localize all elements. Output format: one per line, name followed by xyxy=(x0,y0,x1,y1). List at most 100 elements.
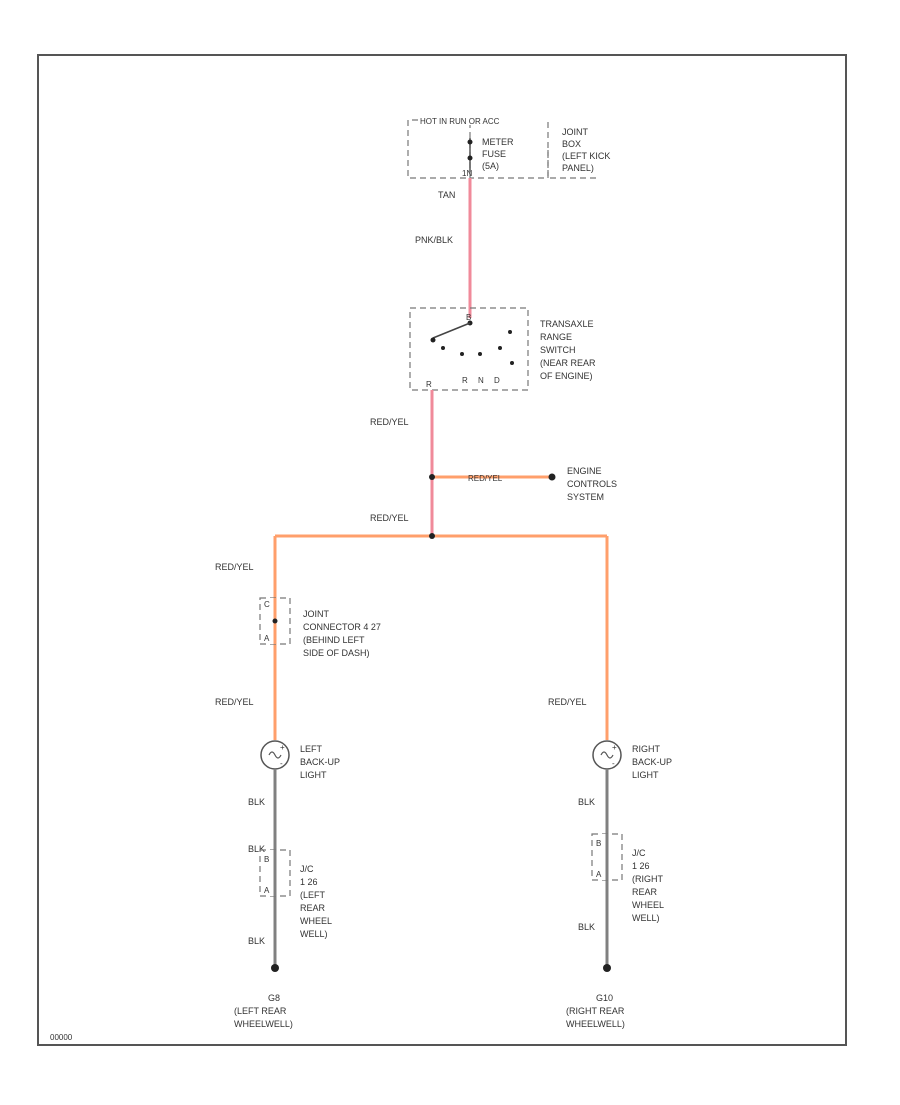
joint-connector-splice xyxy=(272,618,278,624)
fuse-box-outline-right xyxy=(470,119,549,179)
left-jc-label-1: J/C xyxy=(300,864,314,874)
right-jc-label-4: REAR xyxy=(632,887,658,897)
switch-contact-1 xyxy=(508,330,512,334)
transaxle-label-1: TRANSAXLE xyxy=(540,319,594,329)
transaxle-pin-bottom: R xyxy=(426,380,432,389)
switch-pos-r: R xyxy=(462,376,468,385)
switch-contact-6 xyxy=(510,361,514,365)
left-light-plus: + xyxy=(280,743,285,752)
right-back-up-light: + - RIGHT BACK-UP LIGHT xyxy=(592,740,672,780)
splice-node-main xyxy=(429,533,435,539)
wire-label-red-yel-1: RED/YEL xyxy=(370,417,409,427)
transaxle-range-switch: B R N D R TRANSAXLE RANGE SWITCH (NEAR R… xyxy=(409,307,596,391)
fuse-terminal-top xyxy=(467,139,473,145)
joint-box-label-1: JOINT xyxy=(562,127,589,137)
transaxle-label-4: (NEAR REAR xyxy=(540,358,596,368)
engine-controls: ENGINE CONTROLS SYSTEM xyxy=(567,466,617,502)
right-light-label-3: LIGHT xyxy=(632,770,659,780)
right-jc: B A J/C 1 26 (RIGHT REAR WHEEL WELL) xyxy=(591,833,664,923)
left-ground: G8 (LEFT REAR WHEELWELL) xyxy=(234,993,293,1029)
left-light-minus: - xyxy=(280,759,283,768)
right-light-label-2: BACK-UP xyxy=(632,757,672,767)
left-jc-label-2: 1 26 xyxy=(300,877,318,887)
right-ground-label-2: WHEELWELL) xyxy=(566,1019,625,1029)
fuse-box-outline-left xyxy=(407,119,471,179)
left-jc: B A J/C 1 26 (LEFT REAR WHEEL WELL) xyxy=(259,849,332,939)
switch-contact-arm xyxy=(432,322,471,339)
fuse-label-3: (5A) xyxy=(482,161,499,171)
wire-label-blk-right-2: BLK xyxy=(578,922,595,932)
left-bulb-filament xyxy=(268,751,282,759)
left-jc-label-6: WELL) xyxy=(300,929,328,939)
wire-label-pnk-blk: PNK/BLK xyxy=(415,235,453,245)
right-jc-pin-top: B xyxy=(596,839,601,848)
right-jc-pin-bottom: A xyxy=(596,870,602,879)
left-ground-label-2: WHEELWELL) xyxy=(234,1019,293,1029)
switch-pos-n: N xyxy=(478,376,484,385)
diagram-border xyxy=(37,54,847,1046)
right-jc-label-2: 1 26 xyxy=(632,861,650,871)
left-ground-terminal xyxy=(271,964,279,972)
switch-contact-4 xyxy=(478,352,482,356)
joint-connector-label-4: SIDE OF DASH) xyxy=(303,648,370,658)
wire-label-blk-left-1: BLK xyxy=(248,797,265,807)
engine-controls-terminal xyxy=(548,473,556,481)
fuse-box-header: HOT IN RUN OR ACC xyxy=(420,117,500,126)
engine-label-3: SYSTEM xyxy=(567,492,604,502)
left-light-label-3: LIGHT xyxy=(300,770,327,780)
wire-label-red-yel-right: RED/YEL xyxy=(548,697,587,707)
right-jc-label-6: WELL) xyxy=(632,913,660,923)
fuse-label-2: FUSE xyxy=(482,149,506,159)
wire-label-blk-left-2: BLK xyxy=(248,844,265,854)
wire-label-red-yel-left-top: RED/YEL xyxy=(215,562,254,572)
switch-contact-2 xyxy=(441,346,445,350)
wire-label-red-yel-left-bottom: RED/YEL xyxy=(215,697,254,707)
left-ground-label-1: (LEFT REAR xyxy=(234,1006,287,1016)
transaxle-pin-top: B xyxy=(466,313,471,322)
wire-label-blk-left-3: BLK xyxy=(248,936,265,946)
right-jc-label-1: J/C xyxy=(632,848,646,858)
left-jc-label-5: WHEEL xyxy=(300,916,332,926)
transaxle-label-2: RANGE xyxy=(540,332,572,342)
right-light-label-1: RIGHT xyxy=(632,744,661,754)
wire-label-red-yel-branch: RED/YEL xyxy=(468,474,503,483)
left-ground-id: G8 xyxy=(268,993,280,1003)
joint-connector-label-3: (BEHIND LEFT xyxy=(303,635,365,645)
fuse-pin: 1N xyxy=(462,169,472,178)
joint-box-label-2: BOX xyxy=(562,139,581,149)
left-jc-label-3: (LEFT xyxy=(300,890,326,900)
switch-contact-5 xyxy=(498,346,502,350)
right-light-plus: + xyxy=(612,743,617,752)
joint-box-label-3: (LEFT KICK xyxy=(562,151,610,161)
fuse-label-1: METER xyxy=(482,137,514,147)
left-light-label-1: LEFT xyxy=(300,744,323,754)
left-back-up-light: + - LEFT BACK-UP LIGHT xyxy=(260,740,340,780)
right-ground-label-1: (RIGHT REAR xyxy=(566,1006,625,1016)
right-ground-terminal xyxy=(603,964,611,972)
right-ground-id: G10 xyxy=(596,993,613,1003)
right-jc-label-5: WHEEL xyxy=(632,900,664,910)
left-jc-label-4: REAR xyxy=(300,903,326,913)
fuse-terminal-bottom xyxy=(467,155,473,161)
transaxle-label-3: SWITCH xyxy=(540,345,576,355)
joint-connector-pin-bottom: A xyxy=(264,634,270,643)
joint-connector-label-1: JOINT xyxy=(303,609,330,619)
right-jc-label-3: (RIGHT xyxy=(632,874,663,884)
engine-label-1: ENGINE xyxy=(567,466,602,476)
left-jc-pin-bottom: A xyxy=(264,886,270,895)
wire-label-tan: TAN xyxy=(438,190,455,200)
wire-label-red-yel-2: RED/YEL xyxy=(370,513,409,523)
joint-connector-pin-top: C xyxy=(264,600,270,609)
fuse-box-header-bg xyxy=(418,115,546,125)
joint-connector: C A JOINT CONNECTOR 4 27 (BEHIND LEFT SI… xyxy=(259,597,381,658)
right-bulb-filament xyxy=(600,751,614,759)
switch-pos-d: D xyxy=(494,376,500,385)
left-jc-pin-top: B xyxy=(264,855,269,864)
engine-label-2: CONTROLS xyxy=(567,479,617,489)
joint-connector-label-2: CONNECTOR 4 27 xyxy=(303,622,381,632)
splice-node-engine xyxy=(429,474,435,480)
joint-box-outline xyxy=(547,150,600,179)
switch-pole xyxy=(430,337,436,343)
